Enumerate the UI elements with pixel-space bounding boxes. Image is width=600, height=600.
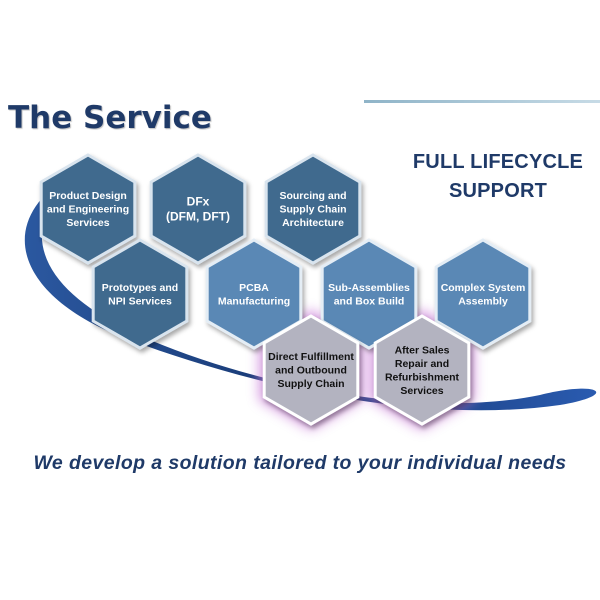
hex-shape-product-design (39, 153, 137, 265)
hex-label-sub-assemblies-line-2: and Box Build (334, 295, 405, 307)
hex-label-pcba-line-2: Manufacturing (218, 295, 290, 307)
lifecycle-heading: FULL LIFECYCLE SUPPORT (380, 148, 600, 206)
page-title: The Service (8, 100, 212, 136)
hex-shape-complex-system (434, 238, 532, 350)
hex-shape-pcba (205, 238, 303, 350)
hex-label-sub-assemblies-line-1: Sub-Assemblies (328, 282, 410, 294)
hex-label-after-sales-line-2: Repair and (395, 358, 449, 370)
accent-line (364, 100, 600, 103)
hex-label-prototypes-line-1: Prototypes and (102, 282, 178, 294)
hex-label-direct-fulfillment-line-2: and Outbound (275, 365, 347, 377)
hex-label-product-design-line-2: and Engineering (47, 204, 129, 216)
lifecycle-heading-line-2: SUPPORT (448, 180, 548, 202)
hex-label-sourcing-line-3: Architecture (282, 217, 344, 229)
hex-label-complex-system-line-1: Complex System (441, 282, 526, 294)
hex-shape-dfx (149, 153, 247, 265)
hex-label-product-design-line-1: Product Design (49, 190, 127, 202)
hex-shape-after-sales (373, 314, 471, 426)
swoosh-path (24, 175, 597, 411)
service-hex-dfx: DFx(DFM, DFT) (149, 153, 247, 265)
hex-label-dfx-line-2: (DFM, DFT) (166, 210, 230, 224)
hex-shape-sub-assemblies (320, 238, 418, 350)
hex-label-prototypes-line-2: NPI Services (108, 295, 172, 307)
hex-label-direct-fulfillment-line-1: Direct Fulfillment (268, 351, 354, 363)
hex-label-after-sales-line-1: After Sales (395, 344, 450, 356)
hex-label-dfx-line-1: DFx (187, 195, 210, 209)
lifecycle-heading-line-1: FULL LIFECYCLE (412, 151, 584, 173)
hex-label-sourcing-line-1: Sourcing and (279, 190, 346, 202)
hex-shape-prototypes (91, 238, 189, 350)
hex-label-complex-system-line-2: Assembly (458, 295, 508, 307)
hex-shape-sourcing (264, 153, 362, 265)
hex-label-direct-fulfillment-line-3: Supply Chain (277, 378, 344, 390)
hex-label-after-sales-line-3: Refurbishment (385, 371, 460, 383)
tagline: We develop a solution tailored to your i… (33, 452, 567, 474)
hex-shape-direct-fulfillment (262, 314, 360, 426)
swoosh-ring (24, 175, 597, 411)
hex-label-after-sales-line-4: Services (400, 385, 443, 397)
hex-label-product-design-line-3: Services (66, 217, 109, 229)
hex-label-sourcing-line-2: Supply Chain (279, 204, 346, 216)
hex-label-pcba-line-1: PCBA (239, 282, 269, 294)
